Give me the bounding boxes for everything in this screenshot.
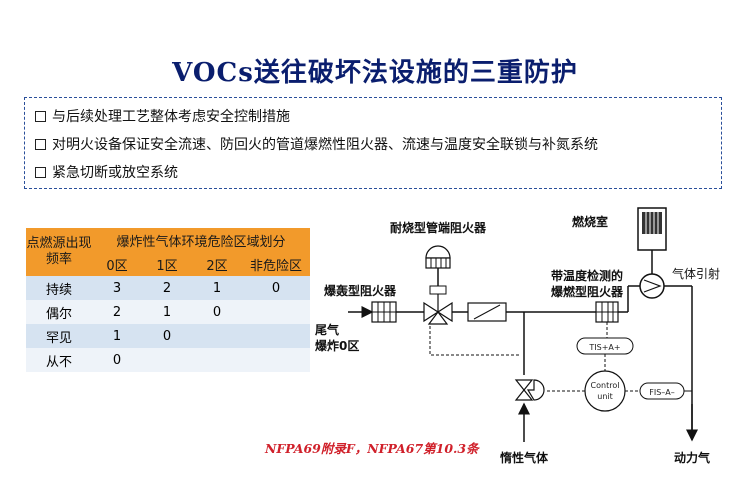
table-row-header: 点燃源出现频率 (26, 228, 92, 276)
ejector-fan-icon (639, 273, 665, 299)
zone-header-0: 0区 (92, 252, 142, 276)
row-label: 罕见 (45, 330, 72, 346)
ejector-label: 气体引射 (672, 266, 720, 281)
page-title: VOCs送往破坏法设施的三重防护 (172, 58, 578, 88)
control-unit (584, 370, 626, 412)
zone-header-3: 非危险区 (242, 252, 310, 276)
detonation-arrester-icon (371, 301, 397, 323)
table-cell: 0 (162, 328, 172, 344)
table-cell: 2 (162, 280, 172, 296)
checkbox-icon (35, 166, 46, 178)
table-row: 偶尔 2 1 0 (26, 300, 310, 324)
table-row: 罕见 1 0 (26, 324, 310, 348)
hazard-zone-table: 点燃源出现频率 爆炸性气体环境危险区域划分 0区 1区 2区 非危险区 持续 3… (26, 228, 310, 372)
table-cell: 2 (112, 304, 122, 320)
standard-reference: NFPA69附录F，NFPA67第10.3条 (265, 441, 479, 456)
inlet-label-1: 尾气 (315, 322, 339, 337)
fis-label: FIS–A– (649, 388, 675, 397)
inert-gas-valve-icon (514, 379, 545, 401)
row-label: 偶尔 (45, 306, 72, 322)
inlet-label-2: 爆炸0区 (315, 338, 359, 353)
combustion-chamber-label: 燃烧室 (572, 214, 608, 229)
checkbox-icon (35, 110, 46, 122)
control-label-2: unit (597, 392, 613, 401)
inert-gas-label: 惰性气体 (500, 450, 549, 465)
table-cell: 1 (162, 304, 172, 320)
three-way-valve-icon (423, 285, 453, 325)
bullet-text: 对明火设备保证安全流速、防回火的管道爆燃性阻火器、流速与温度安全联锁与补氮系统 (52, 137, 598, 153)
bullet-text: 紧急切断或放空系统 (52, 165, 178, 181)
table-cell: 0 (271, 280, 281, 296)
table-cell: 0 (212, 304, 222, 320)
tis-label: TIS+A+ (588, 343, 620, 352)
control-label-1: Control (591, 381, 620, 390)
temp-arrester-label-1: 带温度检测的 (551, 268, 623, 283)
bullet-item: 紧急切断或放空系统 (35, 162, 178, 182)
zone-header-1: 1区 (142, 252, 192, 276)
end-arrester-label: 耐烧型管端阻火器 (390, 220, 487, 235)
table-row: 从不 0 (26, 348, 310, 372)
table-cell: 1 (112, 328, 122, 344)
table-cell: 1 (212, 280, 222, 296)
bullet-item: 对明火设备保证安全流速、防回火的管道爆燃性阻火器、流速与温度安全联锁与补氮系统 (35, 134, 598, 154)
bullet-text: 与后续处理工艺整体考虑安全控制措施 (52, 109, 290, 125)
signal-line (429, 326, 520, 356)
checkbox-icon (35, 138, 46, 150)
table-cell: 3 (112, 280, 122, 296)
temp-arrester-label-2: 爆燃型阻火器 (551, 284, 624, 299)
bullet-item: 与后续处理工艺整体考虑安全控制措施 (35, 106, 290, 126)
row-label: 持续 (45, 282, 72, 298)
zone-header-2: 2区 (192, 252, 242, 276)
table-zone-header: 爆炸性气体环境危险区域划分 (92, 228, 310, 252)
row-label: 从不 (45, 354, 72, 370)
power-gas-label: 动力气 (674, 450, 710, 465)
temperature-arrester-icon (595, 301, 619, 323)
end-arrester-icon (425, 245, 451, 269)
table-row: 持续 3 2 1 0 (26, 276, 310, 300)
bullet-list: 与后续处理工艺整体考虑安全控制措施 对明火设备保证安全流速、防回火的管道爆燃性阻… (24, 97, 722, 189)
detonation-arrester-label: 爆轰型阻火器 (324, 283, 397, 298)
combustion-chamber-icon (637, 207, 667, 251)
flow-element-icon (467, 302, 507, 322)
table-cell: 0 (112, 352, 122, 368)
